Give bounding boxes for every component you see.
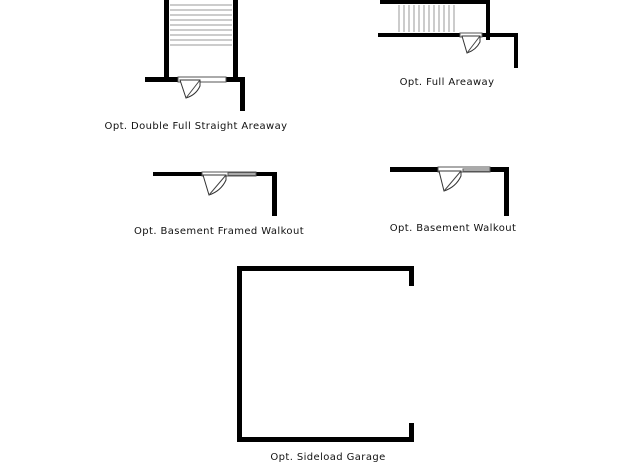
framed-walkout-door-swing-icon (202, 174, 227, 196)
door-swing-icon (179, 79, 201, 99)
full-areaway-right-wall (486, 0, 490, 40)
sideload-garage-plan (237, 266, 414, 442)
double-full-straight-areaway-plan (145, 0, 245, 111)
full-areaway-door-swing-icon (461, 35, 481, 54)
garage-right-wall-lower (409, 423, 414, 442)
basement-walkout-plan (390, 166, 509, 216)
areaway-bottom-wall-right (226, 77, 245, 82)
stair-treads (170, 4, 232, 46)
areaway-bottom-wall-left (145, 77, 178, 82)
walkout-wall-left (390, 167, 438, 172)
garage-bottom-wall (237, 437, 414, 442)
label-full-areaway: Opt. Full Areaway (399, 77, 495, 88)
basement-framed-walkout-plan (153, 171, 277, 216)
garage-top-wall (237, 266, 414, 271)
full-areaway-bottom-wall-left (378, 33, 460, 37)
areaway-left-wall (164, 0, 169, 82)
walkout-door-swing-icon (438, 170, 462, 192)
walkout-wall-right (490, 167, 509, 172)
label-sideload-garage: Opt. Sideload Garage (270, 452, 386, 463)
garage-right-wall-upper (409, 266, 414, 286)
door-jamb (177, 76, 227, 83)
full-areaway-return-wall (514, 33, 518, 68)
full-areaway-bottom-wall-right (482, 33, 518, 37)
label-basement-framed-walkout: Opt. Basement Framed Walkout (133, 226, 305, 237)
framed-walkout-return-wall (272, 172, 277, 216)
walkout-return-wall (504, 167, 509, 216)
full-areaway-left-short-wall (380, 0, 395, 4)
full-areaway-plan (378, 0, 518, 68)
framed-walkout-sidelight (227, 172, 257, 176)
garage-left-wall (237, 266, 242, 442)
full-areaway-stair-treads (398, 5, 455, 32)
label-basement-walkout: Opt. Basement Walkout (389, 223, 517, 234)
full-areaway-top-wall (380, 0, 490, 4)
framed-walkout-wall-left (153, 172, 202, 176)
framed-walkout-wall-right (256, 172, 277, 176)
label-double-full-straight-areaway: Opt. Double Full Straight Areaway (104, 121, 288, 132)
walkout-sidelight (462, 168, 491, 172)
areaway-right-wall (233, 0, 238, 82)
areaway-right-return-wall (240, 77, 245, 111)
